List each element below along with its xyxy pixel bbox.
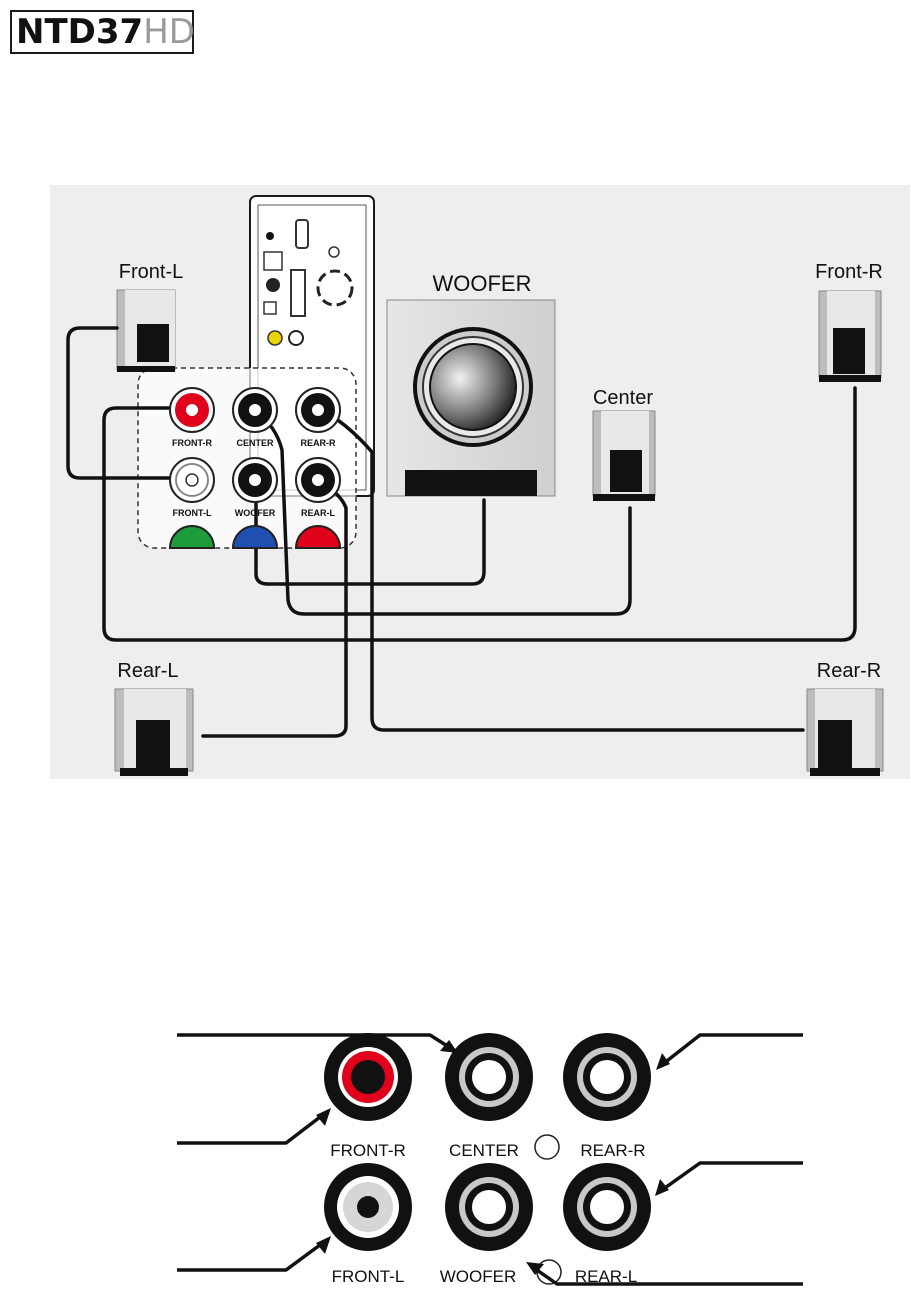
component-jacks <box>170 526 340 548</box>
arrowhead-icon <box>656 1053 670 1070</box>
front-r-speaker <box>819 291 881 382</box>
closeup-label-center: CENTER <box>449 1141 519 1160</box>
arrowhead-icon <box>316 1108 331 1126</box>
closeup-label-front-r: FRONT-R <box>330 1141 406 1160</box>
indicator-circle-upper <box>535 1135 559 1159</box>
jack-label-rear-l: REAR-L <box>301 508 335 518</box>
front-r-label: Front-R <box>815 261 883 283</box>
closeup-jack-front-l <box>324 1163 412 1251</box>
closeup-jack-woofer <box>445 1163 533 1251</box>
rear-l-label: Rear-L <box>117 660 178 682</box>
jack-front-l <box>170 458 214 502</box>
composite-jack-icon <box>268 331 282 345</box>
woofer-speaker <box>387 300 555 496</box>
jack-woofer <box>233 458 277 502</box>
arrowhead-icon <box>316 1236 331 1254</box>
jack-center <box>233 388 277 432</box>
center-label: Center <box>593 387 653 409</box>
closeup-label-rear-r: REAR-R <box>580 1141 645 1160</box>
closeup-jack-rear-l <box>563 1163 651 1251</box>
arrowhead-icon <box>655 1179 669 1196</box>
rear-r-label: Rear-R <box>817 660 881 682</box>
jack-label-woofer: WOOFER <box>235 508 276 518</box>
usb-port-icon <box>266 278 280 292</box>
jack-rear-l <box>296 458 340 502</box>
pointer-front-r <box>177 1114 324 1143</box>
closeup-jack-rear-r <box>563 1033 651 1121</box>
center-speaker <box>593 411 655 501</box>
pointer-front-l <box>177 1242 324 1270</box>
dc-in-icon <box>266 232 274 240</box>
closeup-jack-front-r <box>324 1033 412 1121</box>
pointer-rear-l <box>662 1163 803 1190</box>
closeup-jack-center <box>445 1033 533 1121</box>
jack-label-front-l: FRONT-L <box>173 508 212 518</box>
jack-front-r <box>170 388 214 432</box>
jack-label-front-r: FRONT-R <box>172 438 212 448</box>
coaxial-jack-icon <box>289 331 303 345</box>
pointer-center <box>177 1035 452 1049</box>
front-l-label: Front-L <box>119 261 183 283</box>
woofer-label: WOOFER <box>433 271 532 296</box>
closeup-label-woofer: WOOFER <box>440 1267 517 1286</box>
rear-r-speaker <box>807 689 883 776</box>
jack-label-center: CENTER <box>236 438 274 448</box>
pointer-rear-r <box>663 1035 803 1064</box>
closeup-label-front-l: FRONT-L <box>332 1267 405 1286</box>
jack-label-rear-r: REAR-R <box>301 438 336 448</box>
rear-l-speaker <box>115 689 193 776</box>
jack-rear-r <box>296 388 340 432</box>
front-l-speaker <box>117 290 175 372</box>
